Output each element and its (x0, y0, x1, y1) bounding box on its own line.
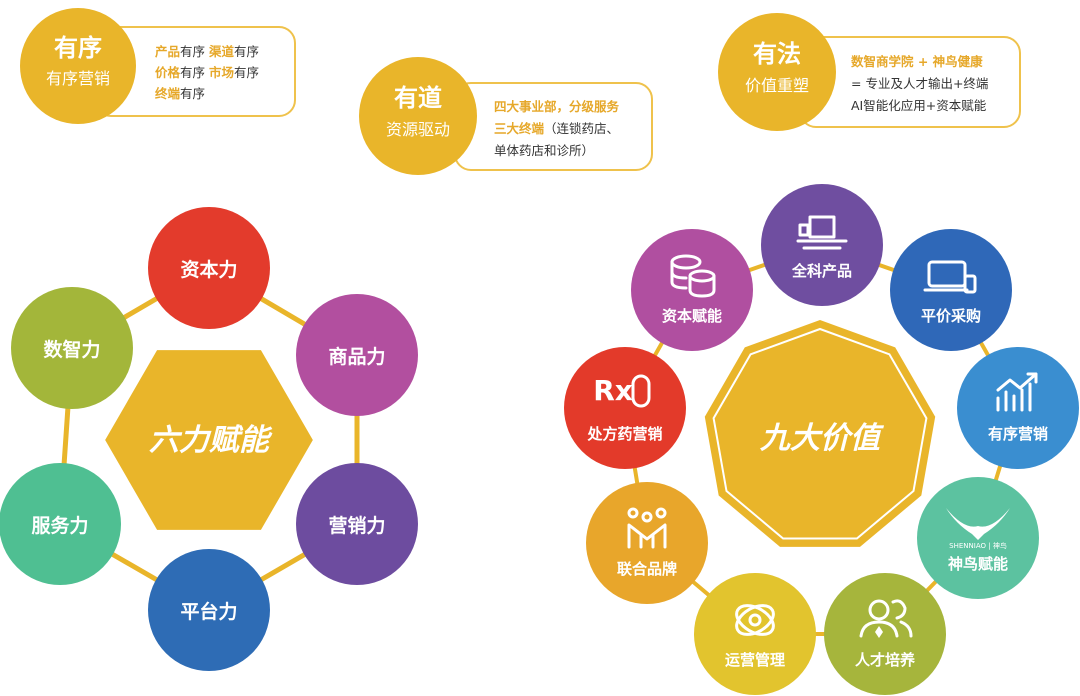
power-node: 服务力 (0, 463, 121, 585)
card-youdao: 有道 资源驱动 四大事业部，分级服务 三大终端（连锁药店、 单体药店和诊所） (359, 57, 653, 175)
svg-text:价格有序 市场有序: 价格有序 市场有序 (155, 65, 259, 80)
power-circle (0, 463, 121, 585)
value-circle (631, 229, 753, 351)
laptop-phone-icon (923, 260, 977, 294)
card-youfa: 有法 价值重塑 数智商学院 + 神鸟健康 = 专业及人才输出+终端 AI智能化应… (718, 13, 1021, 131)
value-label: 平价采购 (921, 307, 981, 325)
power-label: 资本力 (180, 258, 237, 281)
power-circle (148, 549, 270, 671)
power-node: 数智力 (11, 287, 133, 409)
value-label: 运营管理 (725, 651, 785, 669)
shenniao-logo-icon: SHENNIAO | 神鸟 (946, 508, 1010, 550)
value-node: Rx 处方药营销 (564, 347, 686, 469)
power-circle (11, 287, 133, 409)
team-icon (627, 507, 667, 549)
card-subtitle: 价值重塑 (745, 76, 809, 95)
value-label: 人才培养 (855, 651, 916, 669)
nine-values-center: 九大价值 (759, 421, 885, 456)
value-node: 资本赋能 (631, 229, 753, 351)
value-circle (824, 573, 946, 695)
power-label: 商品力 (328, 345, 385, 368)
card-title: 有法 (753, 40, 801, 68)
value-circle (564, 347, 686, 469)
power-label: 数智力 (43, 338, 100, 361)
power-circle (148, 207, 270, 329)
card-subtitle: 有序营销 (46, 69, 110, 88)
value-node: 联合品牌 (586, 482, 708, 604)
rx-pill-icon: Rx (593, 374, 651, 408)
coins-icon (670, 254, 716, 298)
svg-text:产品有序 渠道有序: 产品有序 渠道有序 (155, 44, 259, 59)
value-node: 有序营销 (957, 347, 1079, 469)
svg-text:AI智能化应用+资本赋能: AI智能化应用+资本赋能 (851, 98, 987, 113)
people-icon (859, 599, 913, 638)
power-node: 营销力 (296, 463, 418, 585)
value-label: 资本赋能 (662, 307, 722, 325)
power-node: 商品力 (296, 294, 418, 416)
power-label: 服务力 (31, 514, 88, 537)
card-youxu: 有序 有序营销 产品有序 渠道有序 价格有序 市场有序 终端有序 (20, 8, 296, 124)
atom-icon (735, 604, 775, 636)
value-node: 人才培养 (824, 573, 946, 695)
value-label: 神鸟赋能 (948, 555, 1008, 573)
svg-text:数智商学院 + 神鸟健康: 数智商学院 + 神鸟健康 (850, 54, 983, 69)
power-node: 资本力 (148, 207, 270, 329)
value-label: 有序营销 (988, 425, 1048, 443)
value-circle (957, 347, 1079, 469)
growth-chart-icon (996, 372, 1038, 412)
card-title: 有道 (394, 84, 442, 112)
value-node: 运营管理 (694, 573, 816, 695)
six-powers-center: 六力赋能 (149, 423, 273, 458)
power-label: 营销力 (328, 514, 385, 537)
value-node: 平价采购 (890, 229, 1012, 351)
card-title: 有序 (54, 34, 102, 62)
devices-icon (796, 215, 848, 250)
svg-text:SHENNIAO | 神鸟: SHENNIAO | 神鸟 (949, 541, 1007, 550)
card-subtitle: 资源驱动 (386, 120, 450, 139)
power-circle (296, 294, 418, 416)
svg-text:三大终端（连锁药店、: 三大终端（连锁药店、 (494, 121, 619, 136)
value-label: 全科产品 (791, 262, 852, 280)
value-label: 处方药营销 (586, 425, 662, 443)
value-circle (761, 184, 883, 306)
power-label: 平台力 (180, 600, 237, 623)
value-circle (586, 482, 708, 604)
value-label: 联合品牌 (617, 560, 677, 578)
value-node: 全科产品 (761, 184, 883, 306)
svg-text:= 专业及人才输出+终端: = 专业及人才输出+终端 (851, 76, 988, 91)
svg-text:Rx: Rx (593, 374, 633, 407)
power-node: 平台力 (148, 549, 270, 671)
power-circle (296, 463, 418, 585)
svg-text:终端有序: 终端有序 (155, 86, 205, 101)
svg-text:单体药店和诊所）: 单体药店和诊所） (494, 143, 594, 158)
svg-text:四大事业部，分级服务: 四大事业部，分级服务 (494, 99, 620, 114)
